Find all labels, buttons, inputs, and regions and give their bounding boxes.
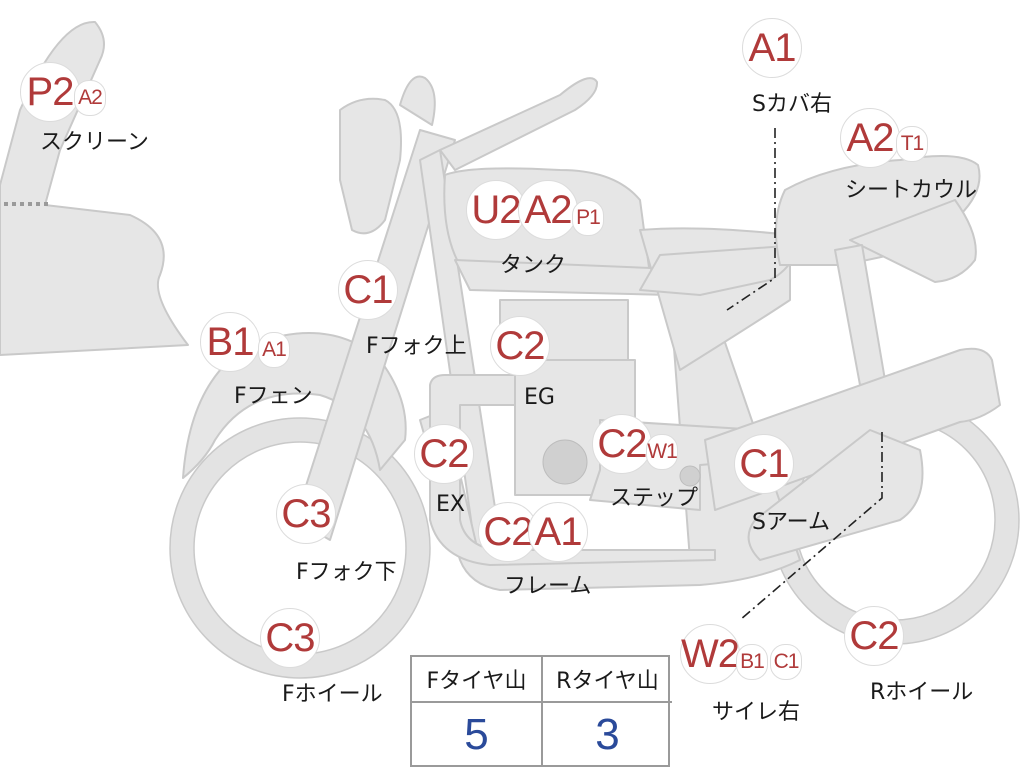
part-label: シートカウル	[845, 178, 978, 203]
step-peg-shape	[679, 465, 701, 487]
code-badge: C2	[414, 424, 474, 484]
part-label: EX	[436, 492, 465, 517]
shock-shape	[834, 244, 886, 386]
front-tire-header: Fタイヤ山	[412, 657, 541, 703]
part-label: Sアーム	[752, 510, 830, 535]
engine-cover-shape	[542, 439, 588, 485]
part-label: ステップ	[610, 486, 699, 511]
part-label: Sカバ右	[752, 92, 832, 117]
code-badge-small: C1	[770, 644, 802, 680]
code-badge-small: B1	[736, 644, 768, 680]
code-badge: C1	[734, 434, 794, 494]
tire-tread-table: Fタイヤ山 Rタイヤ山 5 3	[410, 655, 672, 767]
code-badge: C3	[260, 608, 320, 668]
muffler-leader	[739, 432, 883, 621]
code-badge: A2	[840, 108, 900, 168]
code-badge: P2	[20, 62, 80, 122]
handlebar-grip-shape	[439, 77, 599, 171]
code-badge-small: T1	[896, 126, 928, 162]
exhaust-shape	[429, 374, 716, 566]
code-badge: B1	[200, 312, 260, 372]
front-tire-value: 5	[464, 710, 489, 759]
part-label: Fフォク下	[296, 560, 397, 585]
code-badge: C2	[844, 606, 904, 666]
code-badge-small: A1	[258, 332, 290, 368]
code-badge: A1	[742, 18, 802, 78]
s-cover-leader	[726, 128, 776, 311]
code-badge: C2	[490, 316, 550, 376]
code-badge: U2	[466, 180, 526, 240]
muffler-shape	[747, 429, 924, 561]
table-divider	[541, 657, 543, 765]
code-badge-small: P1	[572, 200, 604, 236]
part-label: EG	[524, 385, 555, 410]
code-badge: A1	[528, 502, 588, 562]
part-label: Fホイール	[282, 682, 383, 707]
part-label: スクリーン	[40, 130, 149, 155]
headlight-shape	[339, 97, 402, 235]
rear-tire-header: Rタイヤ山	[543, 657, 672, 703]
part-label: サイレ右	[712, 700, 801, 725]
part-label: Rホイール	[870, 680, 974, 705]
part-label: タンク	[500, 253, 567, 278]
code-badge: C3	[276, 484, 336, 544]
code-badge: C2	[592, 414, 652, 474]
tail-shape	[849, 199, 977, 283]
code-badge-small: A2	[74, 80, 106, 116]
part-label: Fフェン	[234, 384, 313, 409]
code-badge: A2	[518, 180, 578, 240]
handlebar-shape	[399, 75, 436, 126]
code-badge: C2	[478, 502, 538, 562]
part-label: Fフォク上	[366, 334, 467, 359]
rear-tire-value: 3	[595, 710, 620, 759]
code-badge: C1	[338, 260, 398, 320]
part-label: フレーム	[504, 574, 592, 599]
code-badge: W2	[680, 624, 740, 684]
code-badge-small: W1	[646, 434, 678, 470]
